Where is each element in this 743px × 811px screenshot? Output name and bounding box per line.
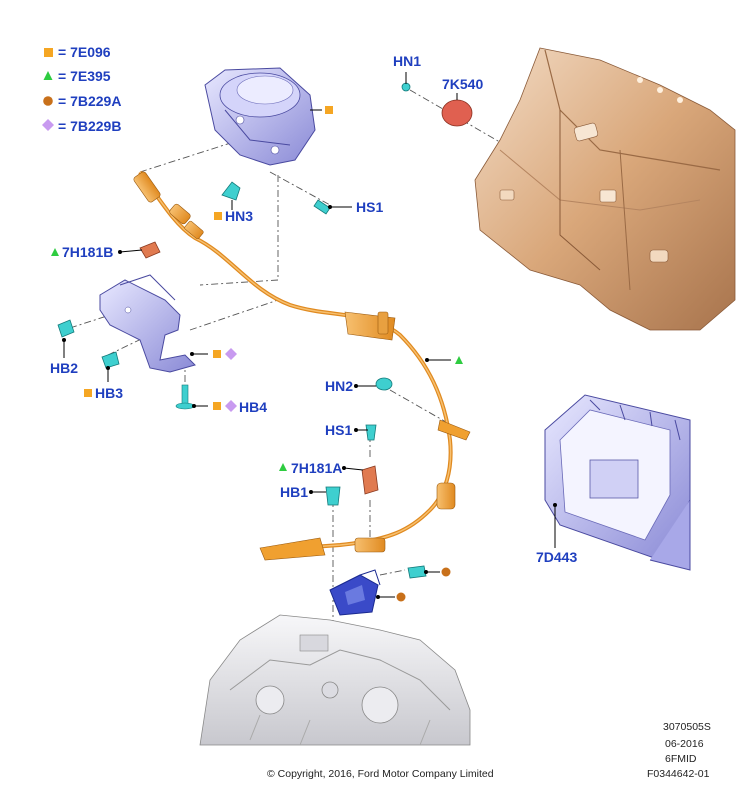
shift-module-7e096 (204, 67, 316, 166)
brown-circle-marker (43, 96, 53, 106)
doc-date: 06-2016 (665, 738, 704, 750)
body-panel-7k540-mount (474, 47, 736, 331)
legend-code: = 7B229B (58, 118, 121, 134)
orange-square-marker (44, 48, 53, 57)
label-7h181a: 7H181A (291, 460, 342, 476)
legend-code: = 7E096 (58, 44, 111, 60)
screw-hs1-top (313, 199, 331, 215)
label-hb4: HB4 (239, 399, 267, 415)
bracket-left (99, 274, 196, 373)
clip-7h181a (361, 465, 379, 495)
legend-item-7b229b: = 7B229B (42, 118, 121, 134)
nut-hn1 (401, 82, 411, 92)
bracket-lower (329, 569, 381, 616)
purple-diamond-marker (42, 119, 54, 131)
transmission-housing (199, 614, 471, 746)
label-7k540: 7K540 (442, 76, 483, 92)
copyright-text: © Copyright, 2016, Ford Motor Company Li… (267, 768, 494, 780)
label-hb1: HB1 (280, 484, 308, 500)
label-hn3: HN3 (225, 208, 253, 224)
clip-hn3 (221, 181, 241, 201)
pad-7k540 (441, 99, 473, 127)
part-labels: HN1 7K540 HN3 HS1 7H181B HB2 HB3 HB4 HN2… (50, 53, 577, 565)
label-hb3: HB3 (95, 385, 123, 401)
legend-item-7e096: = 7E096 (44, 44, 111, 60)
green-triangle-marker (43, 71, 53, 80)
label-hn2: HN2 (325, 378, 353, 394)
bolt-hb2 (57, 319, 75, 338)
screw-hs1-mid (365, 424, 377, 441)
doc-code: 3070505S (663, 721, 711, 733)
legend: = 7E096 = 7E395 = 7B229A = 7B229B (42, 44, 121, 134)
nut-hn2 (375, 377, 393, 391)
legend-code: = 7E395 (58, 68, 111, 84)
bolt-hb1 (325, 486, 341, 506)
legend-item-7b229a: = 7B229A (43, 93, 121, 109)
label-7h181b: 7H181B (62, 244, 113, 260)
legend-code: = 7B229A (58, 93, 121, 109)
bracket-7d443 (544, 394, 691, 571)
fasteners (57, 82, 427, 579)
footer: © Copyright, 2016, Ford Motor Company Li… (267, 721, 711, 780)
label-hs1-mid: HS1 (325, 422, 352, 438)
clip-7h181b (139, 241, 161, 259)
bolt-lower-right (407, 565, 427, 579)
doc-figure: F0344642-01 (647, 768, 710, 780)
leader-markers (51, 72, 557, 602)
label-7d443: 7D443 (536, 549, 577, 565)
label-hn1: HN1 (393, 53, 421, 69)
legend-item-7e395: = 7E395 (43, 68, 111, 84)
shift-cable-7e395 (133, 170, 471, 561)
label-hs1-top: HS1 (356, 199, 383, 215)
label-hb2: HB2 (50, 360, 78, 376)
doc-model: 6FMID (665, 753, 697, 765)
clips (139, 99, 473, 495)
bolt-hb3 (101, 351, 120, 369)
bolt-hb4 (175, 384, 195, 410)
